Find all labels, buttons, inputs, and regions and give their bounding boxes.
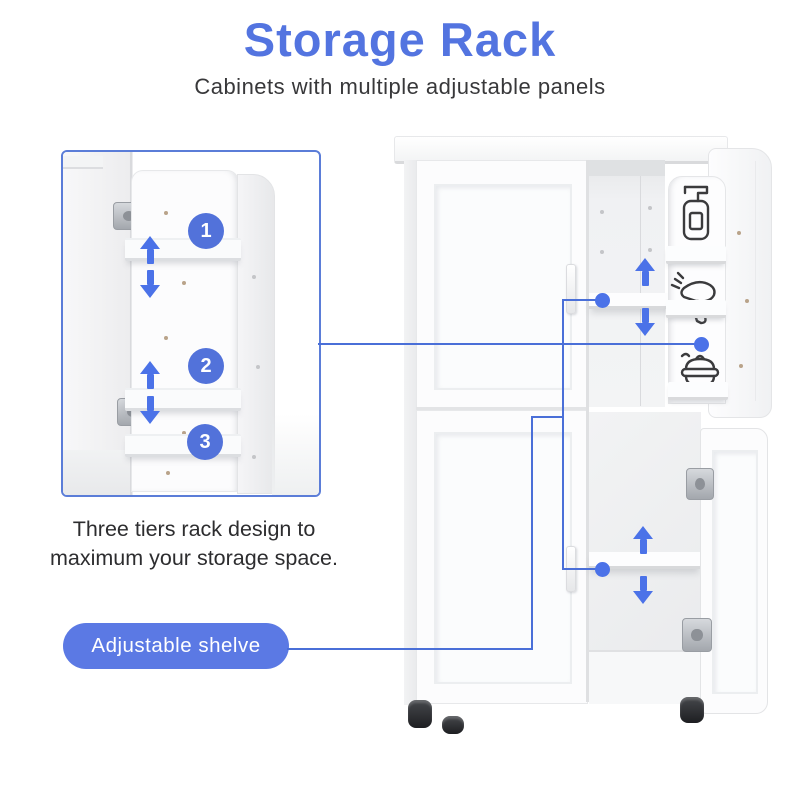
screw-dot xyxy=(256,365,260,369)
rack-tier-lip xyxy=(666,300,726,318)
connector-dot xyxy=(694,337,709,352)
rack-tier-shelf xyxy=(125,388,241,411)
door-recessed-panel xyxy=(434,432,572,684)
down-arrow-icon xyxy=(632,576,654,604)
rack-tier-lip xyxy=(666,246,726,264)
leader-line-shelf-lower xyxy=(562,568,602,570)
connector-dot xyxy=(595,293,610,308)
caption-line-1: Three tiers rack design to xyxy=(72,517,316,541)
adjustable-middle-shelf xyxy=(589,293,674,309)
down-arrow-icon xyxy=(634,308,656,336)
up-arrow-icon xyxy=(139,236,161,264)
screw-dot xyxy=(739,364,743,368)
adjustable-shelve-label: Adjustable shelve xyxy=(63,623,289,669)
leader-line-inset-to-door xyxy=(318,343,701,345)
hinge-icon xyxy=(686,468,714,500)
interior-shelf-hint xyxy=(63,156,103,169)
cabinet-foot xyxy=(408,700,432,728)
hinge-icon xyxy=(682,618,712,652)
interior-seam xyxy=(640,176,641,406)
tier-badge-3: 3 xyxy=(187,424,223,460)
screw-dot xyxy=(164,336,168,340)
up-arrow-icon xyxy=(139,361,161,389)
rack-tier-shelf xyxy=(125,434,241,457)
screw-dot xyxy=(182,431,186,435)
connector-dot xyxy=(595,562,610,577)
soap-dispenser-icon xyxy=(682,185,710,241)
leader-line-vertical xyxy=(562,299,564,570)
tier-badge-2: 2 xyxy=(188,348,224,384)
up-arrow-icon xyxy=(634,258,656,286)
up-arrow-icon xyxy=(632,526,654,554)
screw-dot xyxy=(600,250,604,254)
interior-shelf-hint xyxy=(63,450,131,495)
page-title: Storage Rack xyxy=(243,13,557,66)
inset-caption: Three tiers rack design to maximum your … xyxy=(28,515,360,573)
soap-dish-icon xyxy=(680,352,720,388)
pill-text: Adjustable shelve xyxy=(91,634,261,657)
screw-dot xyxy=(745,299,749,303)
down-arrow-icon xyxy=(139,270,161,298)
cabinet-foot xyxy=(442,716,464,734)
screw-dot xyxy=(648,206,652,210)
screw-dot xyxy=(648,248,652,252)
hair-dryer-icon xyxy=(670,271,716,325)
leader-line-branch xyxy=(531,416,564,418)
cabinet-foot xyxy=(680,697,704,723)
three-tier-detail-inset: 1 2 3 xyxy=(61,150,321,497)
lower-right-open-door xyxy=(700,428,768,714)
center-divider xyxy=(586,160,589,702)
down-arrow-icon xyxy=(139,396,161,424)
tier-badge-1: 1 xyxy=(188,213,224,249)
adjustable-lower-shelf xyxy=(589,552,701,569)
screw-dot xyxy=(600,210,604,214)
screw-dot xyxy=(252,455,256,459)
upper-open-compartment xyxy=(589,160,665,407)
screw-dot xyxy=(164,211,168,215)
leader-line-pill xyxy=(287,648,533,650)
door-edge xyxy=(237,174,275,494)
caption-line-2: maximum your storage space. xyxy=(50,546,338,570)
rack-tier-lip xyxy=(668,382,728,400)
screw-dot xyxy=(166,471,170,475)
door-handle xyxy=(566,264,576,314)
door-recessed-panel xyxy=(434,184,572,390)
page-subtitle: Cabinets with multiple adjustable panels xyxy=(194,74,606,99)
leader-line-vertical xyxy=(531,416,533,650)
door-edge-line xyxy=(755,161,756,401)
screw-dot xyxy=(252,275,256,279)
screw-dot xyxy=(182,281,186,285)
interior-top-shadow xyxy=(589,160,665,176)
screw-dot xyxy=(737,231,741,235)
cabinet-left-side xyxy=(404,160,417,705)
inset-shadow xyxy=(272,414,319,495)
leader-line-shelf-upper xyxy=(562,299,602,301)
door-recessed-panel xyxy=(712,450,758,694)
door-seam xyxy=(416,407,586,410)
